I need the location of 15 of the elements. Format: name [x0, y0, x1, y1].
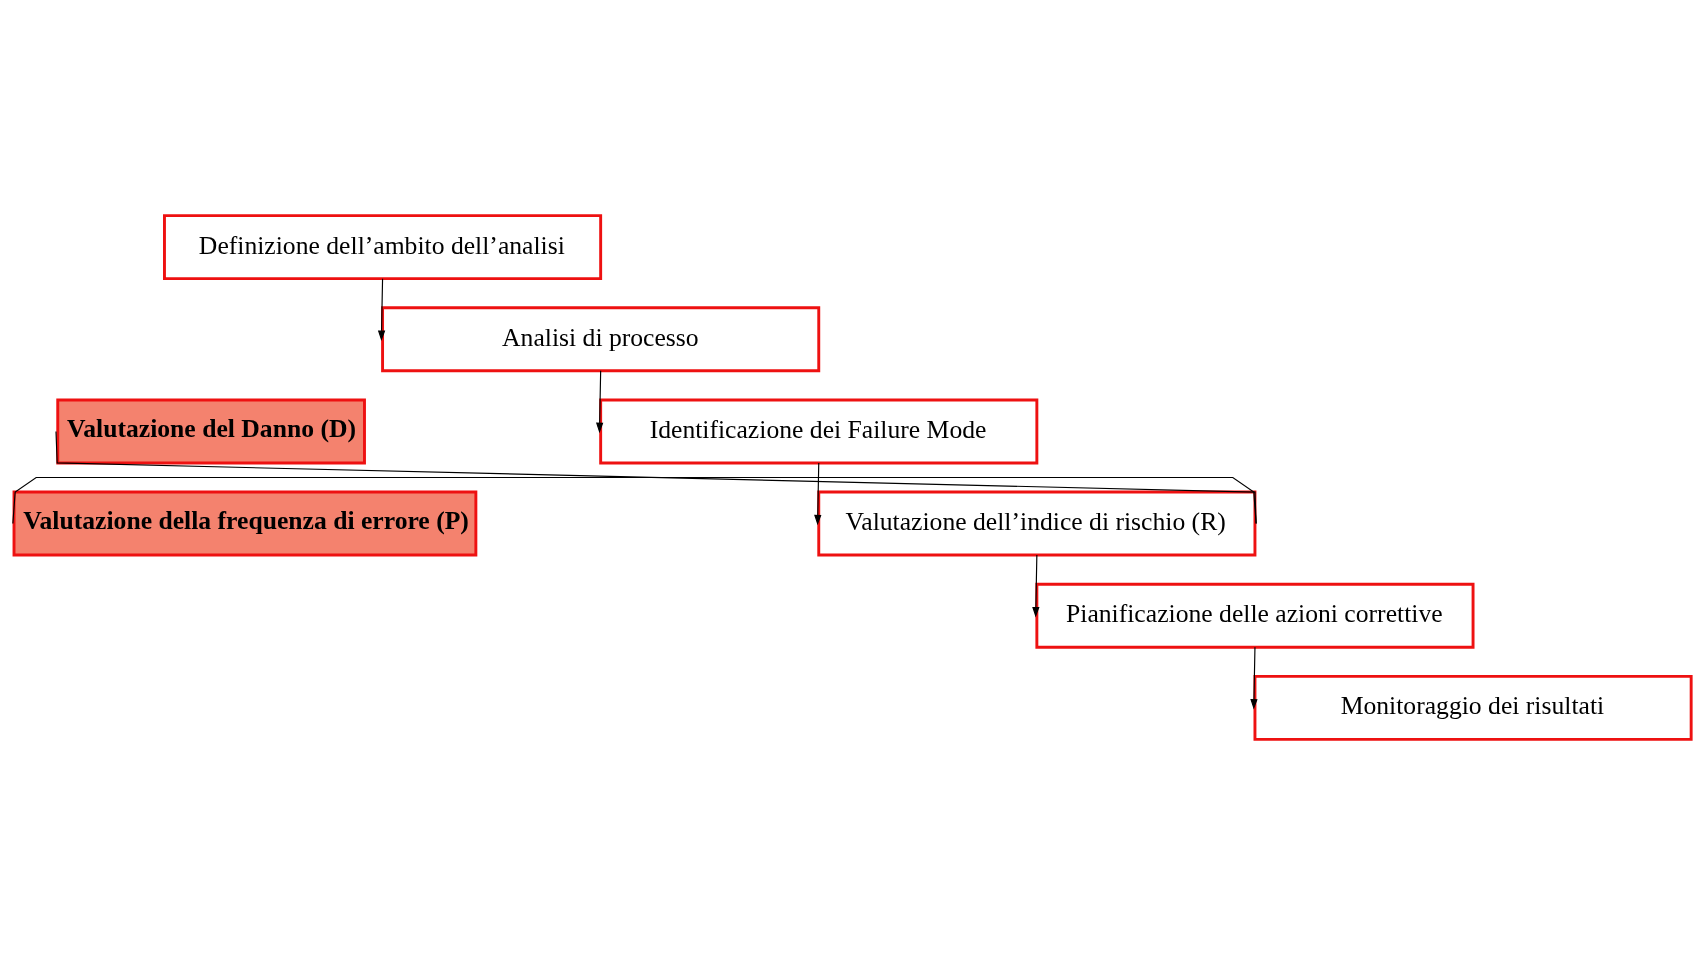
arrow	[1032, 553, 1040, 617]
node-box: Valutazione della frequenza di errore (P)	[12, 490, 478, 556]
node-box: Pianificazione delle azioni correttive	[1035, 582, 1475, 649]
arrow	[1250, 646, 1258, 710]
arrow	[814, 461, 822, 525]
arrow	[377, 277, 386, 341]
node-box: Identificazione dei Failure Mode	[599, 398, 1039, 464]
node-box: Analisi di processo	[381, 305, 821, 372]
connector	[12, 476, 1257, 524]
node-box: Definizione dell’ambito dell’analisi	[163, 213, 603, 280]
node-box: Monitoraggio dei risultati	[1253, 674, 1693, 741]
node-box: Valutazione dell’indice di rischio (R)	[817, 490, 1257, 556]
node-box: Valutazione del Danno (D)	[56, 398, 366, 464]
arrow	[596, 369, 604, 433]
connector	[55, 430, 1257, 524]
